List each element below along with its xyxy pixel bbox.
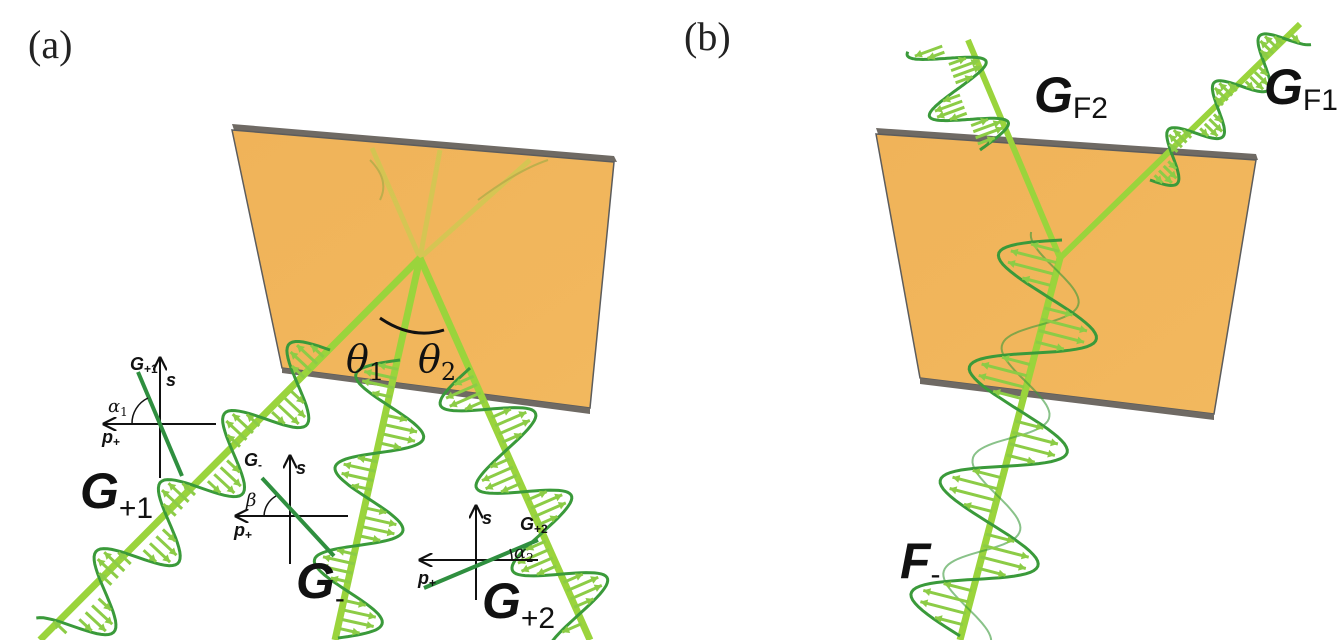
- inset3-vec-label: G+2: [520, 514, 548, 536]
- wave-f-minus: [909, 231, 1098, 640]
- beam-g-minus: [331, 257, 424, 640]
- inset2-angle-label: β: [245, 490, 256, 511]
- theta2-label: θ2: [418, 337, 456, 386]
- wave-gf1: [1149, 32, 1312, 188]
- theta1-label: θ1: [346, 337, 384, 386]
- inset1-angle-label: α1: [108, 396, 128, 419]
- wave-g-plus1: [36, 340, 331, 637]
- beam-gf2: [965, 38, 1063, 260]
- panel-a: (a) θ1 θ2: [28, 22, 617, 640]
- inset-g-plus1: G+1 s p+ α1: [101, 354, 216, 478]
- wave-envelopes-a: [36, 340, 610, 640]
- beam-g-plus2: [416, 256, 594, 640]
- wave-gf2: [905, 44, 1011, 152]
- inset2-vec-label: G-: [244, 450, 262, 472]
- beams-b: [956, 21, 1303, 640]
- inset2-s-label: s: [296, 458, 306, 478]
- inset1-s-label: s: [166, 370, 176, 390]
- label-gf1: GF1: [1264, 59, 1338, 117]
- beam-f-minus: [956, 257, 1064, 640]
- panel-a-label: (a): [28, 22, 72, 67]
- inset-g-plus2: s G+2 p+ α2: [417, 506, 548, 600]
- inset1-vec-label: G+1: [130, 354, 158, 376]
- plate-b: [875, 128, 1258, 420]
- inset2-p-label: p+: [233, 520, 252, 542]
- label-gf2: GF2: [1034, 67, 1108, 125]
- wave-envelopes-b: [905, 32, 1312, 640]
- inset3-p-label: p+: [417, 568, 436, 590]
- wave-g-plus2: [438, 366, 610, 640]
- label-g-minus: G-: [296, 553, 345, 615]
- beam-gf1: [1057, 21, 1303, 261]
- label-g-plus1: G+1: [80, 463, 153, 525]
- label-f-minus: F-: [900, 533, 941, 591]
- inset-g-minus: G- s p+ β: [233, 450, 348, 564]
- reflection-ghosts-a: [369, 147, 549, 260]
- wave-g-minus: [312, 358, 426, 640]
- inset3-angle-label: α2: [514, 542, 534, 565]
- inset3-s-label: s: [482, 508, 492, 528]
- panel-b-label: (b): [684, 14, 731, 59]
- theta-arc: [379, 316, 445, 335]
- panel-b: (b) GF2 GF1 F-: [684, 14, 1338, 640]
- label-g-plus2: G+2: [482, 573, 555, 635]
- inset1-p-label: p+: [101, 427, 120, 449]
